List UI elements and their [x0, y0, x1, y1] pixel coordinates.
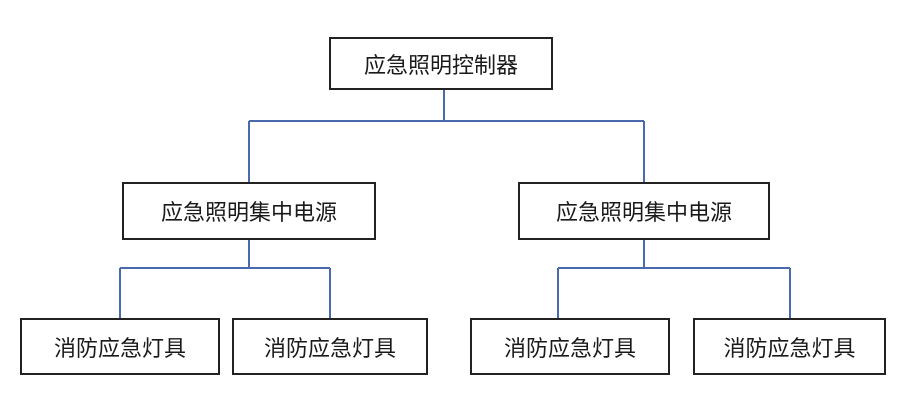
emergency-fixture-box-2: 消防应急灯具 [232, 318, 428, 375]
emergency-lighting-controller-box: 应急照明控制器 [329, 37, 553, 90]
power-supply-label-1: 应急照明集中电源 [160, 201, 337, 226]
emergency-fixture-box-4: 消防应急灯具 [693, 318, 886, 375]
fixture-label-1: 消防应急灯具 [53, 336, 186, 362]
fixture-label-2: 消防应急灯具 [263, 336, 396, 362]
central-power-supply-box-2: 应急照明集中电源 [518, 182, 770, 240]
fixture-label-4: 消防应急灯具 [723, 336, 856, 362]
emergency-fixture-box-1: 消防应急灯具 [20, 318, 220, 375]
power-supply-label-2: 应急照明集中电源 [555, 201, 732, 226]
controller-label: 应急照明控制器 [363, 53, 518, 79]
emergency-fixture-box-3: 消防应急灯具 [470, 318, 670, 375]
fixture-label-3: 消防应急灯具 [503, 336, 636, 362]
central-power-supply-box-1: 应急照明集中电源 [122, 182, 376, 240]
